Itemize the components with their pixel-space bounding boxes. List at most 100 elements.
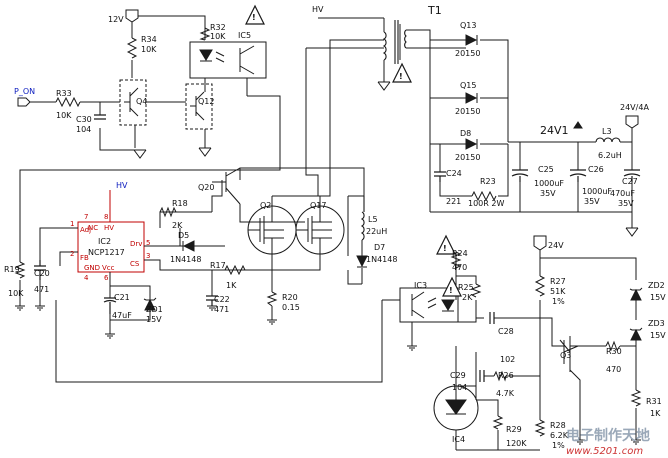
- l3-symbol: [595, 137, 621, 143]
- label-pin-hv: HV: [104, 224, 114, 232]
- zd3-zener-icon: [629, 327, 643, 341]
- label-q2: Q2: [260, 201, 271, 210]
- label-c25-b: 35V: [540, 189, 556, 198]
- r28-symbol: [534, 419, 546, 437]
- warning-mark: !: [449, 286, 453, 295]
- ports: [17, 9, 639, 251]
- label-r29-value: 120K: [506, 439, 527, 448]
- ground-icon: [133, 149, 147, 159]
- label-l5: L5: [368, 215, 378, 224]
- r18-symbol: [159, 206, 177, 218]
- label-q15-value: 20150: [455, 107, 480, 116]
- ic5-optocoupler-icon: [199, 45, 255, 75]
- label-r19: R19: [4, 265, 20, 274]
- label-c26-b: 35V: [584, 197, 600, 206]
- r17-symbol: [224, 264, 246, 276]
- q13-diode-icon: [465, 34, 478, 46]
- label-r31-value: 1K: [650, 409, 661, 418]
- warning-mark: !: [399, 72, 403, 81]
- ic3-optocoupler-icon: [411, 291, 455, 319]
- label-c27-a: 470uF: [610, 189, 635, 198]
- label-zd1-value: 15V: [146, 315, 162, 324]
- label-r26: R26: [498, 371, 514, 380]
- d8-diode-icon: [465, 138, 478, 150]
- label-24v: 24V: [548, 241, 564, 250]
- label-hv-ic: HV: [116, 181, 128, 190]
- label-pin-fb: FB: [80, 254, 89, 262]
- label-q15: Q15: [460, 81, 476, 90]
- label-r25-value: 2K: [462, 293, 473, 302]
- label-l5-value: 22uH: [366, 227, 387, 236]
- label-pin-gnd: GND: [84, 264, 100, 272]
- c25-symbol: [511, 169, 529, 182]
- label-pin-vcc: Vcc: [102, 264, 115, 272]
- label-pin-5: 5: [146, 239, 150, 247]
- label-c21: C21: [114, 293, 130, 302]
- label-pin-nc: NC: [88, 224, 98, 232]
- label-r32: R32: [210, 23, 226, 32]
- label-pin-6: 6: [104, 274, 109, 282]
- label-r28: R28: [550, 421, 566, 430]
- label-q3: Q3: [560, 351, 571, 360]
- label-r20: R20: [282, 293, 298, 302]
- label-p-on: P_ON: [14, 87, 35, 96]
- label-ic5: IC5: [238, 31, 251, 40]
- r19-symbol: [14, 261, 26, 279]
- label-zd3-value: 15V: [650, 331, 666, 340]
- q2-mosfet-icon: [247, 196, 297, 255]
- label-r33-value: 10K: [56, 111, 72, 120]
- arrow-port-icon: [125, 9, 139, 23]
- label-c20: C20: [34, 269, 50, 278]
- zd1-zener-icon: [143, 297, 157, 311]
- label-zd2: ZD2: [648, 281, 665, 290]
- arrow-port-icon: [17, 97, 31, 107]
- t1-secondary: [404, 29, 407, 49]
- label-zd2-value: 15V: [650, 293, 666, 302]
- label-r18: R18: [172, 199, 188, 208]
- t1-primary: [382, 31, 387, 61]
- label-r34: R34: [141, 35, 157, 44]
- label-ic3: IC3: [414, 281, 427, 290]
- label-r26-value: 4.7K: [496, 389, 515, 398]
- c30-symbol: [94, 114, 106, 120]
- label-r27-value: 51K: [550, 287, 566, 296]
- watermark-url: www.5201.com: [566, 446, 643, 457]
- diodes: [143, 34, 643, 341]
- label-r18-value: 2K: [172, 221, 183, 230]
- ic4-regulator-icon: [433, 385, 479, 431]
- label-r17-value: 1K: [226, 281, 237, 290]
- label-r28-tolerance: 1%: [552, 441, 565, 450]
- ground-icon: [406, 345, 418, 351]
- arrow-up-icon: [573, 121, 583, 129]
- ground-icon: [377, 81, 391, 91]
- c24-symbol: [434, 171, 446, 182]
- label-t1: T1: [427, 4, 442, 17]
- label-c22: C22: [214, 295, 230, 304]
- ground-icon: [104, 333, 116, 339]
- label-c28: C28: [498, 327, 514, 336]
- label-r30-value: 470: [606, 365, 621, 374]
- label-r34-value: 10K: [141, 45, 157, 54]
- label-q13: Q13: [460, 21, 476, 30]
- label-zd3: ZD3: [648, 319, 665, 328]
- label-r24: R24: [452, 249, 468, 258]
- r30-symbol: [605, 340, 621, 352]
- c22-symbol: [206, 295, 218, 306]
- label-q12: Q12: [198, 97, 214, 106]
- warnings: [245, 4, 462, 297]
- q3-transistor-icon: [559, 336, 586, 372]
- r34-symbol: [126, 37, 138, 59]
- label-r23: R23: [480, 177, 496, 186]
- label-l3-value: 6.2uH: [598, 151, 622, 160]
- warning-triangle-icon: [245, 4, 265, 25]
- r20-symbol: [266, 291, 278, 307]
- c21-symbol: [103, 297, 117, 314]
- ground-icon: [625, 227, 639, 237]
- label-pin-cs: CS: [130, 260, 140, 268]
- c27-symbol: [623, 169, 641, 182]
- transistors: [124, 87, 586, 431]
- r33-symbol: [55, 96, 81, 108]
- label-c26-a: 1000uF: [582, 187, 612, 196]
- label-r25: R25: [458, 283, 474, 292]
- label-r28-value: 6.2K: [550, 431, 569, 440]
